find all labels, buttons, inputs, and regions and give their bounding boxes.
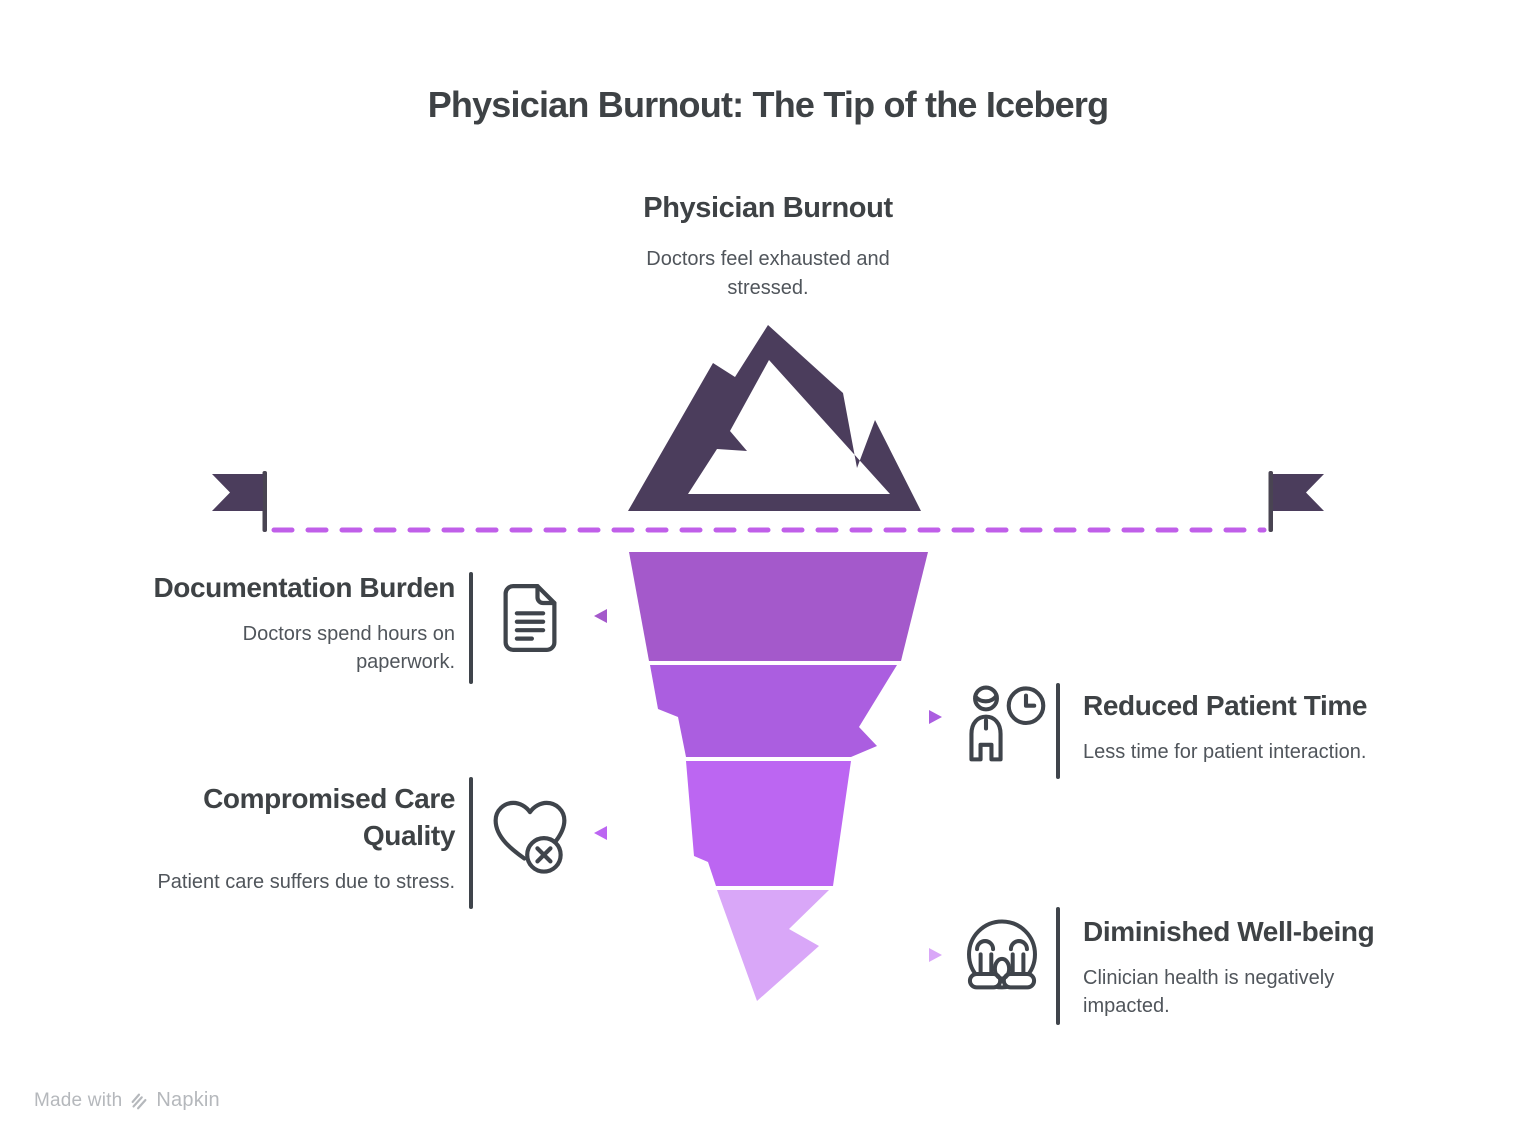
arrow-left-documentation (594, 609, 607, 623)
crying-face-icon (967, 919, 1037, 990)
iceberg-segment-4 (717, 890, 829, 1001)
item-documentation-burden: Documentation Burden Doctors spend hours… (95, 570, 455, 677)
arrow-right-reduced-time (929, 710, 942, 724)
item-diminished-wellbeing: Diminished Well-being Clinician health i… (1083, 914, 1513, 1021)
item-heading: Documentation Burden (153, 572, 455, 603)
napkin-logo-icon (131, 1093, 147, 1109)
item-heading: Reduced Patient Time (1083, 690, 1368, 721)
arrow-left-care-quality (594, 826, 607, 840)
tip-text-block: Physician Burnout Doctors feel exhausted… (0, 192, 1536, 303)
heart-x-icon (493, 800, 567, 874)
divider (469, 777, 473, 909)
right-flag-icon (1268, 471, 1324, 532)
divider (1056, 907, 1060, 1025)
footer-brand: Napkin (156, 1089, 220, 1111)
iceberg-peak-icon (628, 325, 921, 511)
iceberg-segment-1 (629, 552, 928, 661)
iceberg-segment-3 (686, 761, 851, 886)
footer-text: Made with (34, 1089, 123, 1111)
person-clock-icon (969, 685, 1046, 762)
item-description: Patient care suffers due to stress. (157, 870, 455, 893)
page-title: Physician Burnout: The Tip of the Iceber… (427, 84, 1109, 125)
left-flag-icon (212, 471, 267, 532)
item-description: Clinician health is negatively impacted. (1083, 966, 1335, 1018)
divider (1056, 683, 1060, 779)
arrow-right-wellbeing (929, 948, 942, 962)
item-heading: Compromised Care Quality (203, 783, 455, 851)
tip-heading: Physician Burnout (643, 192, 893, 224)
item-description: Doctors spend hours on paperwork. (242, 622, 455, 674)
tip-description: Doctors feel exhausted and stressed. (646, 248, 890, 299)
item-description: Less time for patient interaction. (1083, 740, 1367, 763)
item-heading: Diminished Well-being (1083, 916, 1375, 947)
item-compromised-care-quality: Compromised Care Quality Patient care su… (65, 781, 455, 896)
document-icon (503, 584, 557, 652)
item-reduced-patient-time: Reduced Patient Time Less time for patie… (1083, 688, 1513, 766)
footer-credit: Made with Napkin (34, 1089, 220, 1112)
divider (469, 572, 473, 684)
iceberg-segment-2 (650, 665, 897, 757)
